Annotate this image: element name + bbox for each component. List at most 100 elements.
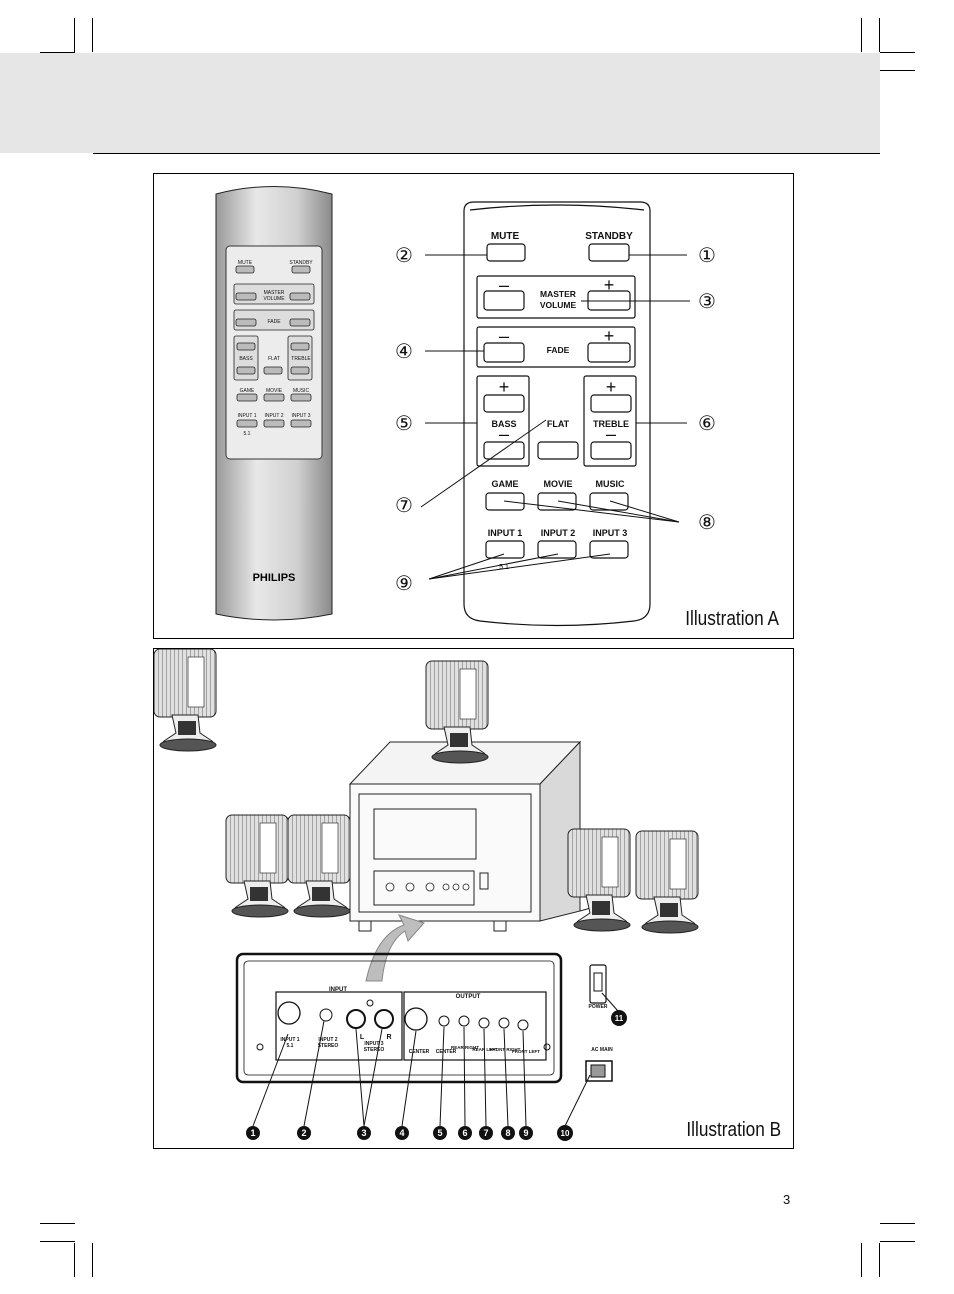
callout-9: ⑨ [395,573,413,595]
panel-callout-4: 4 [399,1128,404,1138]
header-band [0,53,880,153]
panel-power: POWER [589,1004,608,1010]
treble-label: TREBLE [593,419,629,429]
small-standby-label: STANDBY [289,260,313,266]
panel-l: L [360,1034,365,1041]
panel-callouts: 1 2 3 4 5 6 7 8 9 10 11 [246,1010,627,1141]
panel-callout-11: 11 [615,1014,624,1023]
crop-mark [880,1223,915,1224]
movie-label: MOVIE [543,479,572,489]
mute-label: MUTE [491,231,520,242]
fade-label: FADE [547,345,570,355]
crop-mark [861,1243,862,1277]
master-plus: + [604,275,615,295]
master-minus: – [499,275,509,295]
callout-7: ⑦ [395,495,413,517]
panel-callout-7: 7 [483,1128,488,1138]
callout-3: ③ [698,291,716,313]
panel-input2-sub: STEREO [318,1043,339,1049]
rear-right-speaker [635,830,699,934]
small-treble-label: TREBLE [291,356,311,362]
header-rule [93,153,880,154]
small-remote: MUTE STANDBY MASTER VOLUME FADE BASS FLA… [215,186,333,621]
panel-callout-2: 2 [301,1128,306,1138]
fade-plus: + [604,326,615,346]
front-right-speaker [287,814,351,918]
callout-6: ⑥ [698,413,716,435]
bass-minus: – [499,424,509,444]
crop-mark [92,1243,93,1277]
crop-mark [879,18,880,52]
rear-left-speaker [567,828,631,932]
callout-5: ⑤ [395,413,413,435]
crop-mark [92,18,93,52]
music-label: MUSIC [596,479,626,489]
panel-callout-10: 10 [561,1129,570,1138]
master-label: MASTER [540,289,576,299]
panel-input3: INPUT 3 [364,1041,383,1047]
crop-mark [74,18,75,52]
volume-label: VOLUME [540,300,577,310]
small-input2-label: INPUT 2 [264,413,283,419]
panel-output-label: OUTPUT [456,994,481,1000]
subwoofer [348,740,595,932]
panel-input3-sub: STEREO [364,1047,385,1053]
panel-input1: INPUT 1 [280,1037,299,1043]
front-left-speaker [225,814,289,918]
satellite-speaker [153,648,217,752]
panel-callout-6: 6 [462,1128,467,1138]
illustration-b-drawing: INPUT OUTPUT INPUT 1 5.1 INPUT 2 STEREO … [153,648,699,1141]
small-mute-label: MUTE [238,260,253,266]
sub51-label: 5.1 [499,564,509,571]
small-flat-label: FLAT [268,356,280,362]
panel-r: R [386,1034,391,1041]
panel-input2: INPUT 2 [318,1037,337,1043]
panel-input1-sub: 5.1 [287,1043,294,1049]
small-game-label: GAME [240,388,255,394]
illustration-a-frame: MUTE STANDBY MASTER VOLUME FADE BASS FLA… [153,173,794,639]
crop-mark [880,70,915,71]
standby-label: STANDBY [585,231,633,242]
callout-1: ① [698,245,716,267]
callout-4: ④ [395,341,413,363]
panel-callout-5: 5 [437,1128,442,1138]
fade-minus: – [499,326,509,346]
crop-mark [74,1243,75,1277]
rear-panel [235,952,613,1084]
panel-input-label: INPUT [329,987,347,993]
leader-lines [420,254,690,580]
brand-logo: PHILIPS [253,572,296,584]
page-number: 3 [783,1192,791,1207]
small-bass-label: BASS [239,356,253,362]
zoom-arrow-icon [365,914,425,982]
small-master-label: MASTER [264,290,285,296]
panel-ac-main: AC MAIN [591,1047,613,1053]
small-music-label: MUSIC [293,388,310,394]
small-input3-label: INPUT 3 [291,413,310,419]
caption-illustration-b: Illustration B [686,1119,781,1141]
panel-callout-1: 1 [250,1128,255,1138]
panel-leader-lines [252,992,619,1127]
large-remote [463,201,651,627]
bass-label: BASS [491,419,516,429]
caption-illustration-a: Illustration A [685,608,779,630]
small-input1-label: INPUT 1 [237,413,256,419]
crop-mark [861,18,862,52]
illustration-b-frame: INPUT OUTPUT INPUT 1 5.1 INPUT 2 STEREO … [153,648,794,1149]
small-fade-label: FADE [267,319,281,325]
treble-minus: – [606,424,616,444]
small-movie-label: MOVIE [266,388,283,394]
crop-mark [880,52,915,53]
panel-front-left: FRONT LEFT [512,1049,540,1054]
bass-plus: + [499,377,510,397]
crop-mark [880,1241,915,1242]
panel-callout-8: 8 [505,1128,510,1138]
crop-mark [879,1243,880,1277]
crop-mark [40,52,75,53]
panel-callout-9: 9 [523,1128,528,1138]
panel-rear-left: REAR LEFT [472,1047,498,1052]
input3-label: INPUT 3 [593,528,628,538]
game-label: GAME [492,479,519,489]
panel-rear-right: REAR RIGHT [451,1045,479,1050]
input2-label: INPUT 2 [541,528,576,538]
